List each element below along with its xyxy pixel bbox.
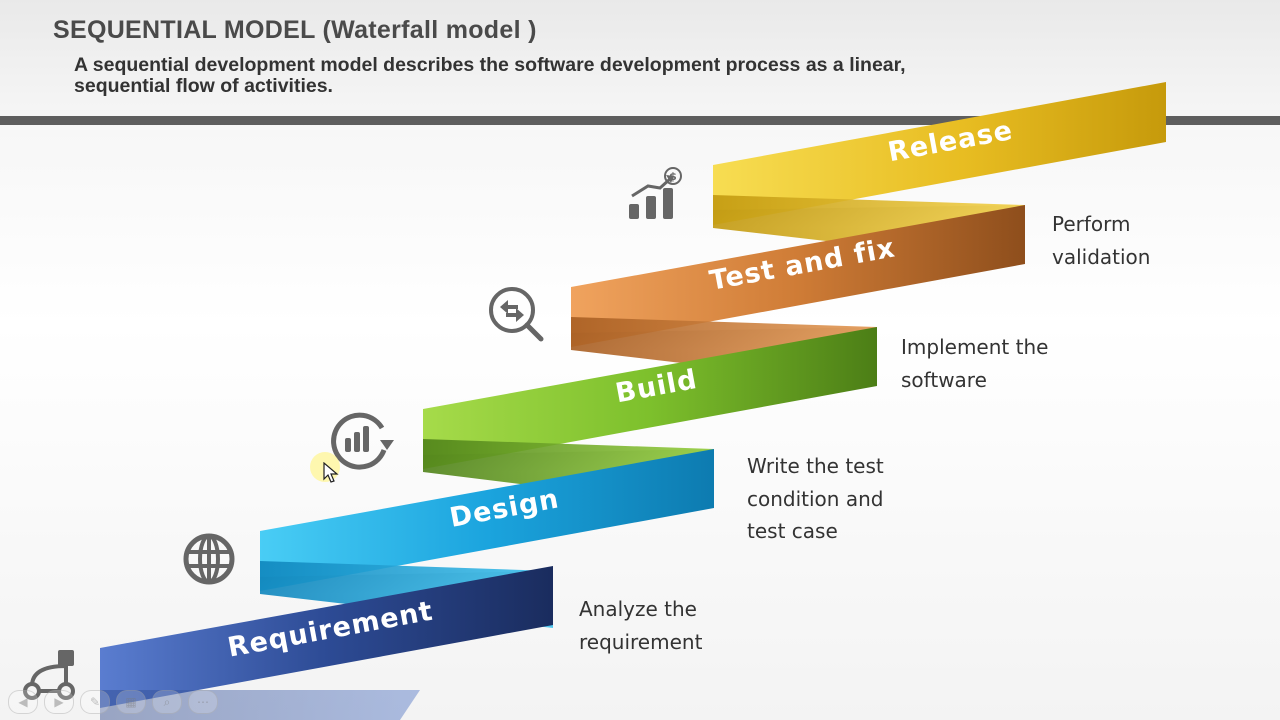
chart-refresh-icon bbox=[331, 412, 394, 470]
slide-subtitle: A sequential development model describes… bbox=[74, 54, 906, 97]
more-options-button[interactable]: ⋯ bbox=[188, 690, 218, 714]
step-build-face bbox=[423, 327, 877, 469]
growth-chart-icon: $ bbox=[629, 167, 682, 219]
header-divider bbox=[0, 116, 1280, 125]
step-release-face bbox=[713, 82, 1166, 225]
next-slide-button[interactable]: ▶ bbox=[44, 690, 74, 714]
zoom-button[interactable]: ⌕ bbox=[152, 690, 182, 714]
prev-slide-button[interactable]: ◀ bbox=[8, 690, 38, 714]
step-requirement-face bbox=[100, 566, 553, 708]
slide-grid-button[interactable]: ▦ bbox=[116, 690, 146, 714]
step-requirement: Requirement bbox=[100, 561, 553, 720]
globe-icon bbox=[183, 533, 235, 585]
slide-title: SEQUENTIAL MODEL (Waterfall model ) bbox=[53, 16, 537, 44]
presentation-controls: ◀ ▶ ✎ ▦ ⌕ ⋯ bbox=[8, 690, 218, 714]
workflow-icon bbox=[23, 650, 75, 700]
svg-text:$: $ bbox=[669, 170, 677, 183]
pen-tool-button[interactable]: ✎ bbox=[80, 690, 110, 714]
magnifier-icon bbox=[489, 287, 544, 342]
step-design-face bbox=[260, 449, 714, 591]
step-test-face bbox=[571, 205, 1025, 347]
slide-header: SEQUENTIAL MODEL (Waterfall model ) A se… bbox=[0, 0, 1280, 116]
mouse-pointer-icon bbox=[323, 462, 339, 483]
